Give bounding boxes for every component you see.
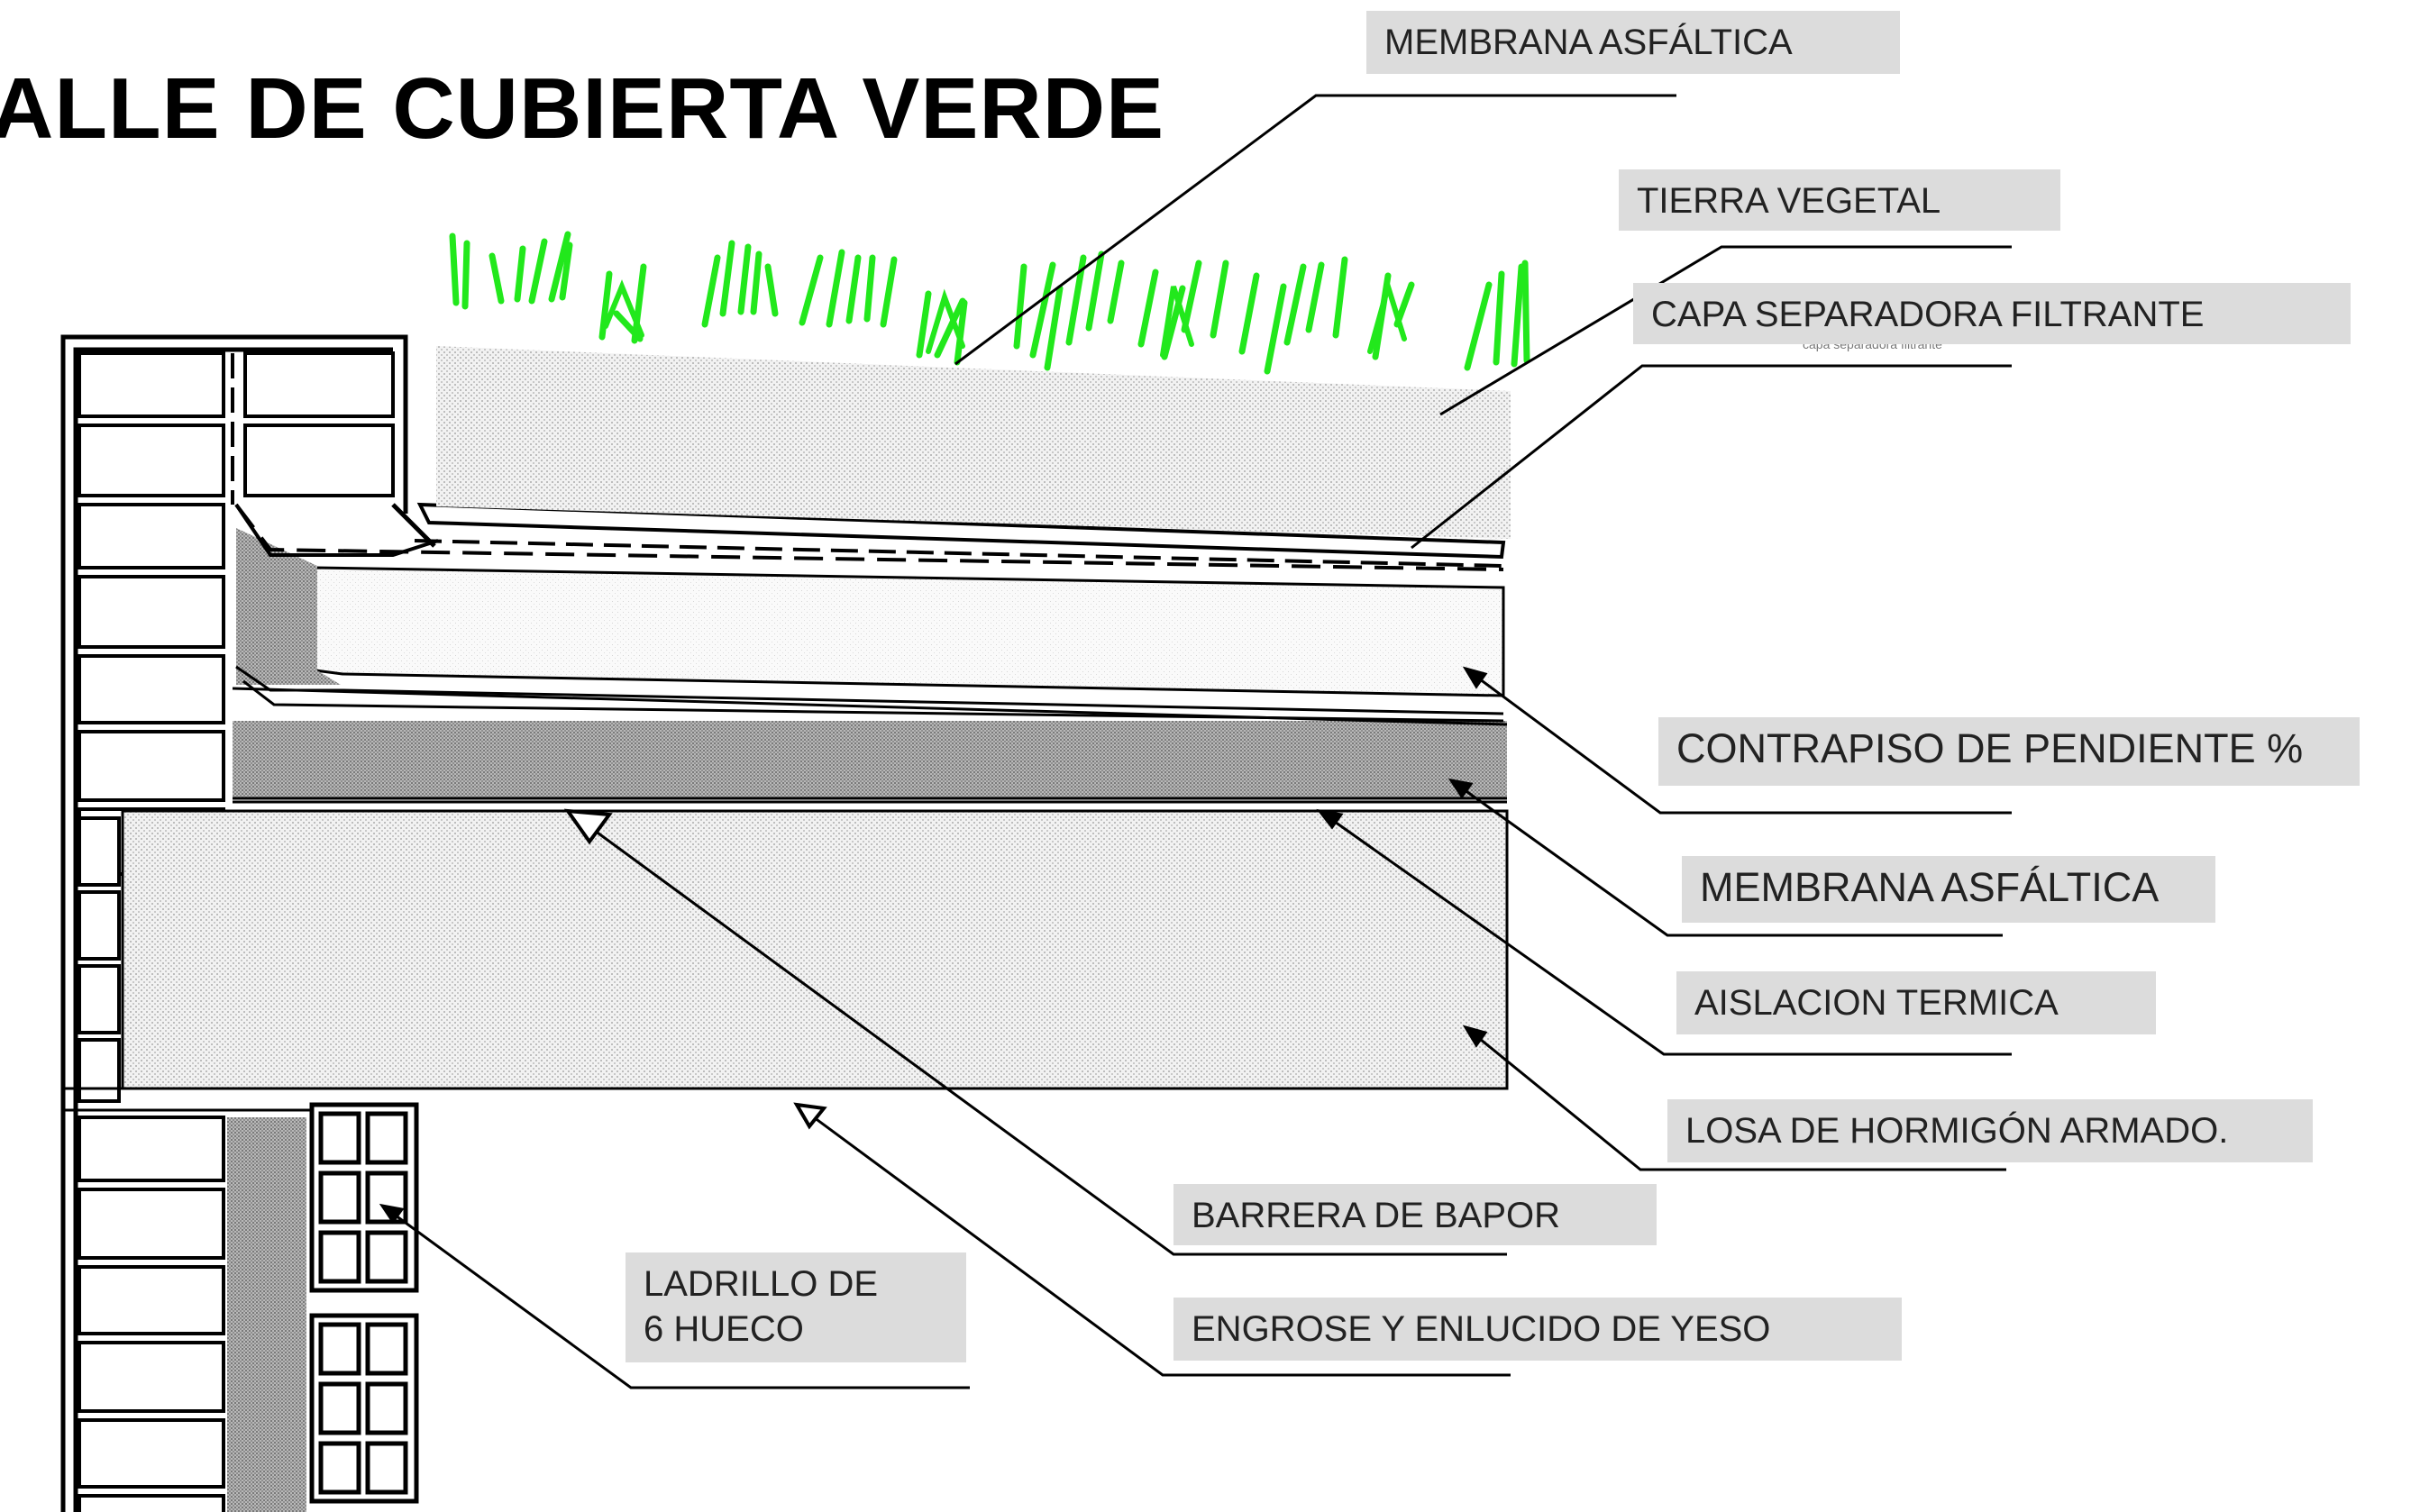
topsoil <box>436 346 1511 539</box>
leader-ladrillo <box>381 1204 970 1389</box>
flashing <box>234 503 439 557</box>
leader-lines <box>381 94 2012 1389</box>
leader-capa <box>1411 364 2012 550</box>
leader-barrera <box>567 809 1507 1256</box>
label-aislacion: AISLACION TERMICA <box>1676 971 2156 1034</box>
leader-tierra <box>1439 245 2012 416</box>
plaster-layer <box>227 1117 306 1512</box>
upstand-fill <box>236 528 341 685</box>
lower-wall-bricks <box>78 1116 225 1512</box>
leader-contrapiso <box>1465 667 2012 815</box>
label-membrana-mid: MEMBRANA ASFÁLTICA <box>1682 856 2215 923</box>
label-ladrillo-line-1: LADRILLO DE <box>644 1264 879 1304</box>
filter-layer <box>416 502 1506 560</box>
label-barrera: BARRERA DE BAPOR <box>1173 1184 1657 1245</box>
leader-losa <box>1465 1025 2006 1171</box>
label-membrana-top: MEMBRANA ASFÁLTICA <box>1366 11 1900 74</box>
sloped-screed <box>314 566 1505 697</box>
leader-engrose <box>796 1103 1511 1377</box>
leader-membrana-top <box>954 94 1676 366</box>
page-title: ALLE DE CUBIERTA VERDE <box>0 60 1165 157</box>
label-tierra-vegetal: TIERRA VEGETAL <box>1619 169 2060 231</box>
slab-edge-bricks <box>78 816 121 1103</box>
six-hole-brick <box>309 1102 419 1504</box>
label-ladrillo-line-2: 6 HUECO <box>644 1309 804 1349</box>
grass <box>449 231 1530 375</box>
label-ladrillo: LADRILLO DE 6 HUECO <box>626 1252 966 1362</box>
leader-aislacion <box>1319 809 2012 1056</box>
label-engrose: ENGROSE Y ENLUCIDO DE YESO <box>1173 1298 1902 1361</box>
parapet-wall <box>60 334 408 1512</box>
arrow-head-engrose <box>793 1102 827 1130</box>
label-capa-separadora: CAPA SEPARADORA FILTRANTE <box>1633 283 2351 344</box>
arrow-head-barrera <box>563 808 613 845</box>
leader-membrana-mid <box>1450 779 2003 937</box>
label-contrapiso: CONTRAPISO DE PENDIENTE % <box>1658 717 2360 786</box>
arrow-heads <box>379 666 1488 1225</box>
concrete-slab <box>121 809 1509 1090</box>
thermal-insulation <box>233 721 1507 798</box>
label-losa: LOSA DE HORMIGÓN ARMADO. <box>1667 1099 2313 1162</box>
